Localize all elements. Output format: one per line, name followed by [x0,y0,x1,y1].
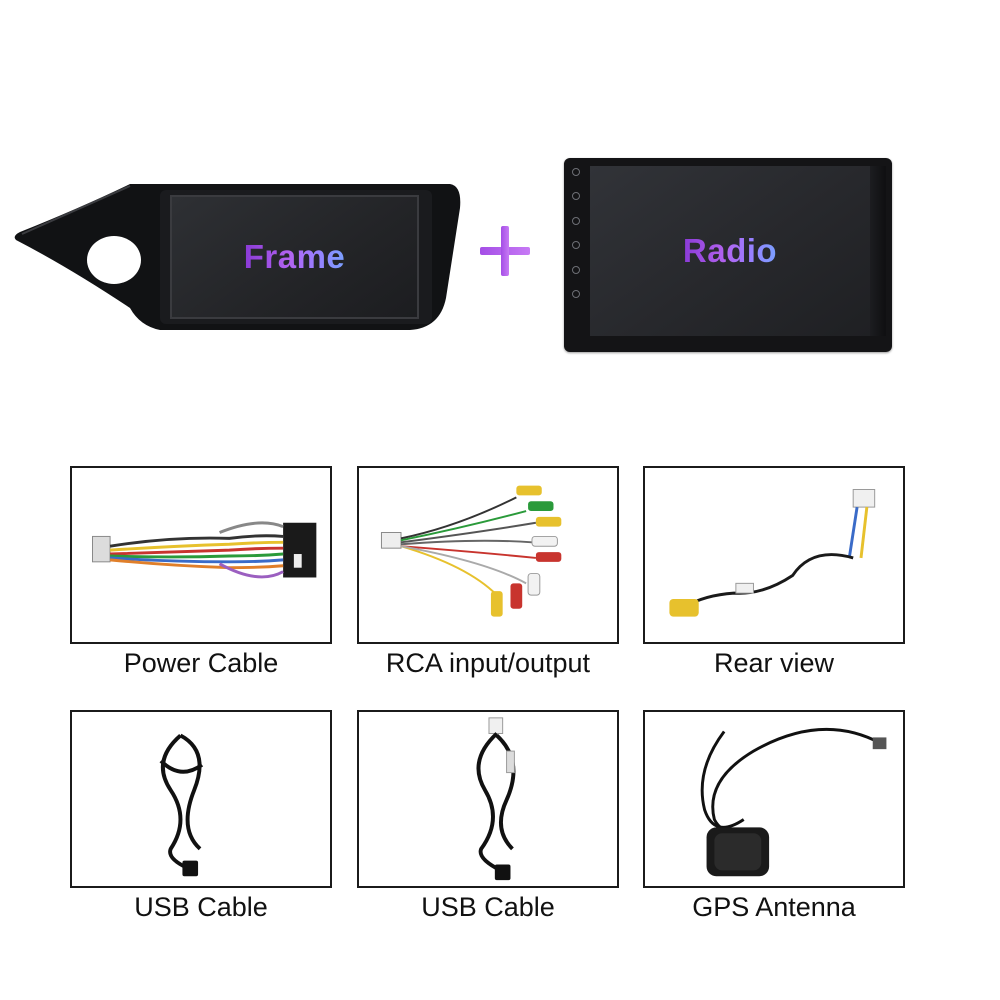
accessory-caption: Rear view [713,648,835,678]
usb-cable-card-2 [357,710,619,888]
rear-view-card [643,466,905,644]
rca-cable-card [357,466,619,644]
usb-cable-icon [159,733,204,877]
radio-screen: Radio [590,166,870,336]
accessory-caption: GPS Antenna [692,892,856,922]
menu-button-icon [572,289,580,298]
radio-label: Radio [682,232,778,269]
volume-down-icon [572,265,580,274]
accessory-caption: USB Cable [134,892,268,922]
radio-side-buttons [569,168,583,298]
accessory-caption: RCA input/output [385,648,591,678]
home-button-icon [572,192,580,201]
gps-antenna-card [643,710,905,888]
frame-label: Frame [243,238,346,275]
power-cable-card [70,466,332,644]
accessory-caption: Power Cable [123,648,279,678]
power-button-icon [572,168,580,176]
usb-cable-card-1 [70,710,332,888]
frame-screen: Frame [170,195,419,319]
gps-antenna-icon [700,727,887,877]
plus-icon [480,226,530,276]
power-cable-icon [92,521,317,579]
usb-cable-icon [476,717,516,881]
radio-bezel [870,166,886,336]
back-button-icon [572,216,580,225]
volume-up-icon [572,241,580,250]
accessory-caption: USB Cable [421,892,555,922]
rca-cable-icon [380,485,562,617]
rear-view-cable-icon [669,489,876,617]
